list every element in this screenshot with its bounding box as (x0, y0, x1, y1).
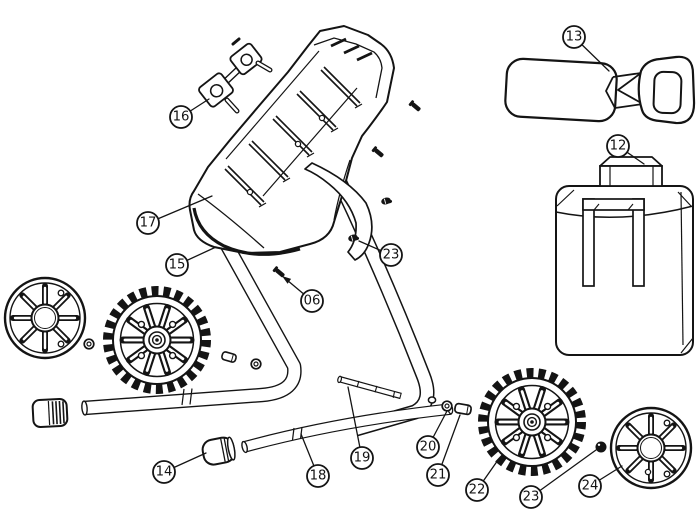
callout-19: 19 (347, 386, 374, 470)
callout-21: 21 (426, 414, 461, 487)
bag-straps (582, 198, 645, 287)
housing-ribs (224, 66, 361, 206)
callout-16: 16 (169, 98, 210, 129)
callout-16-num: 16 (173, 110, 190, 125)
push-paddle (504, 55, 696, 125)
collection-bag (555, 156, 694, 356)
left-axle-washer (250, 358, 262, 370)
callout-24: 24 (578, 465, 623, 498)
axle-rod-19 (337, 375, 402, 400)
nut-upper (380, 195, 393, 206)
callout-06-num: 06 (304, 294, 321, 309)
left-wheel (108, 291, 206, 389)
frame-left-leg (81, 236, 302, 416)
callout-18: 18 (300, 433, 330, 488)
housing-rib-feet (258, 103, 363, 208)
pin-21 (454, 402, 472, 416)
callout-22-num: 22 (469, 483, 486, 498)
frame-axle-stub (427, 396, 437, 404)
housing-top-slots (330, 37, 373, 62)
callout-20: 20 (416, 410, 448, 459)
callout-24-num: 24 (582, 479, 599, 494)
callout-23-upper-num: 23 (383, 248, 400, 263)
chute-bracket (304, 162, 373, 261)
washer-20 (440, 399, 454, 413)
callout-23-lower-num: 23 (523, 490, 540, 505)
callout-13: 13 (562, 25, 610, 72)
callout-06: 06 (282, 276, 324, 313)
left-hubcap (5, 278, 85, 358)
cap-nut-23 (595, 441, 607, 453)
callout-18-num: 18 (310, 469, 327, 484)
callout-17: 17 (136, 195, 213, 235)
callout-21-num: 21 (430, 468, 447, 483)
right-wheel-22 (483, 373, 581, 471)
callout-15-num: 15 (169, 258, 186, 273)
callout-22: 22 (465, 459, 499, 502)
callout-13-num: 13 (566, 30, 583, 45)
screw-upper (371, 145, 385, 159)
callout-23-lower: 23 (519, 449, 597, 509)
screw-top-right (408, 99, 422, 113)
feed-knob-assembly (198, 37, 273, 114)
axle-end-cap-14 (201, 436, 236, 466)
callout-12: 12 (606, 134, 645, 165)
callout-19-num: 19 (354, 451, 371, 466)
callouts: 16 17 15 06 23 13 (136, 25, 645, 509)
callout-20-num: 20 (420, 440, 437, 455)
callout-14-num: 14 (156, 465, 173, 480)
left-axle-pin (221, 351, 237, 363)
callout-23-upper: 23 (358, 240, 403, 267)
callout-12-num: 12 (610, 139, 627, 154)
callout-14: 14 (152, 452, 207, 484)
foot-cap (31, 397, 69, 429)
right-hubcap-24 (611, 408, 691, 488)
callout-15: 15 (165, 246, 217, 277)
left-hubcap-washer (83, 338, 95, 350)
main-housing (188, 25, 395, 256)
bag-handle (599, 156, 663, 187)
callout-17-num: 17 (140, 216, 157, 231)
